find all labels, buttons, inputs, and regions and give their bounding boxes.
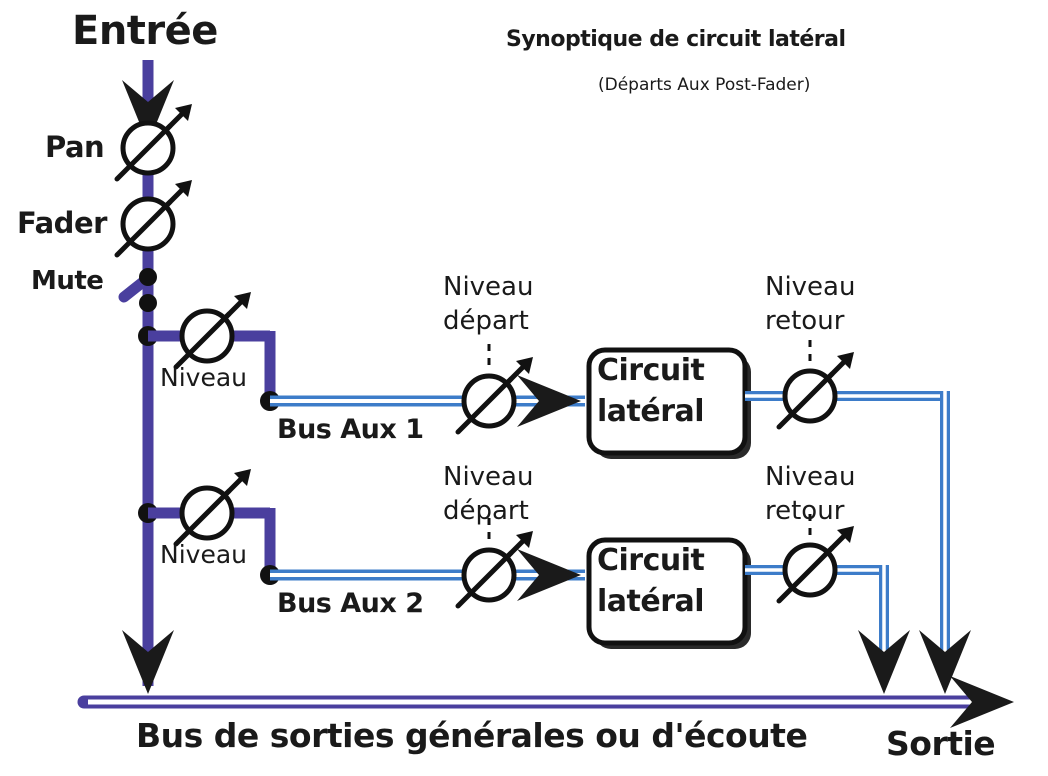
processor-2-label-line2: latéral <box>597 584 705 619</box>
page-title: Synoptique de circuit latéral <box>506 27 846 52</box>
main-output-bus <box>77 676 1014 728</box>
mute-switch-icon[interactable] <box>118 268 157 312</box>
output-label: Sortie <box>886 724 996 763</box>
aux2-level-label: Niveau <box>160 540 247 569</box>
processor-1-label-line2: latéral <box>597 394 705 429</box>
aux-return-2-group <box>745 514 910 694</box>
main-bus-label: Bus de sorties générales ou d'écoute <box>136 716 808 755</box>
aux1-send-label-line1: Niveau <box>443 272 534 302</box>
mute-label: Mute <box>31 266 104 296</box>
processor-box-1[interactable] <box>586 347 751 459</box>
processor-box-2[interactable] <box>586 537 751 649</box>
processor-2-label-line1: Circuit <box>597 543 705 578</box>
processor-1-label-line1: Circuit <box>597 353 705 388</box>
aux2-send-level-knob-icon[interactable] <box>458 531 533 606</box>
aux1-level-knob-icon[interactable] <box>176 292 251 367</box>
aux1-return-level-knob-icon[interactable] <box>779 352 854 427</box>
page-subtitle: (Départs Aux Post-Fader) <box>598 75 811 95</box>
aux1-level-label: Niveau <box>160 363 247 392</box>
fader-knob-icon[interactable] <box>117 180 192 255</box>
bus-aux-1-label: Bus Aux 1 <box>277 414 424 445</box>
aux2-send-label-line1: Niveau <box>443 462 534 492</box>
aux2-level-knob-icon[interactable] <box>176 469 251 544</box>
aux1-send-label-line2: départ <box>443 306 529 336</box>
mute-node-top <box>139 268 157 286</box>
fader-label: Fader <box>17 206 107 240</box>
aux1-return-label-line2: retour <box>765 306 845 336</box>
bus-aux-2-label: Bus Aux 2 <box>277 588 424 619</box>
aux1-send-level-knob-icon[interactable] <box>458 357 533 432</box>
aux-return-1-group <box>745 340 971 694</box>
aux2-send-label-line2: départ <box>443 496 529 526</box>
aux2-return-label-line1: Niveau <box>765 462 856 492</box>
input-label: Entrée <box>72 8 218 54</box>
aux2-return-label-line2: retour <box>765 496 845 526</box>
aux2-return-level-knob-icon[interactable] <box>779 526 854 601</box>
pan-label: Pan <box>45 130 105 164</box>
aux-send-1-group <box>138 292 280 411</box>
aux1-return-label-line1: Niveau <box>765 272 856 302</box>
mute-node-bottom <box>139 294 157 312</box>
